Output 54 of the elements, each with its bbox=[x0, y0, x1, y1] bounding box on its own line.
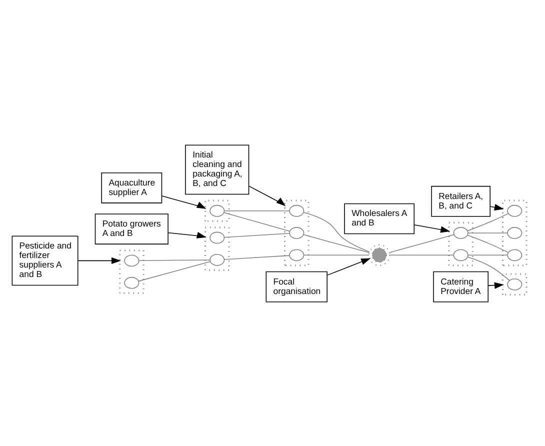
node-box: Aquaculture supplier A bbox=[101, 172, 162, 203]
node-circle bbox=[507, 226, 522, 238]
connector bbox=[303, 211, 370, 252]
arrow bbox=[488, 282, 504, 288]
node-circle bbox=[289, 226, 304, 238]
arrow bbox=[248, 185, 286, 206]
cluster bbox=[284, 199, 310, 266]
connector bbox=[468, 254, 508, 256]
node-circle bbox=[368, 244, 390, 266]
node-box: Pesticide and fertilizer suppliers A and B bbox=[12, 235, 78, 286]
node-circle bbox=[124, 276, 140, 288]
node-box: Retailers A, B, and C bbox=[431, 185, 490, 216]
connector bbox=[467, 212, 508, 231]
cluster bbox=[204, 199, 230, 222]
node-box: Catering Provider A bbox=[433, 270, 489, 302]
connector bbox=[224, 232, 290, 238]
node-circle bbox=[453, 226, 468, 238]
node-box: Potato growers A and B bbox=[94, 213, 168, 244]
node-circle bbox=[289, 248, 304, 261]
connector bbox=[467, 234, 508, 252]
connector bbox=[467, 256, 510, 280]
connector bbox=[138, 260, 211, 282]
node-circle bbox=[507, 204, 522, 216]
connector bbox=[390, 254, 454, 256]
cluster bbox=[119, 249, 144, 294]
cluster bbox=[204, 226, 230, 270]
arrow bbox=[168, 231, 206, 238]
node-circle bbox=[507, 248, 522, 261]
connector bbox=[468, 232, 508, 233]
connector bbox=[224, 210, 290, 211]
arrow bbox=[414, 224, 450, 232]
cluster bbox=[502, 199, 528, 266]
arrow bbox=[326, 258, 371, 276]
node-circle bbox=[210, 253, 225, 266]
arrow bbox=[490, 204, 504, 210]
node-circle bbox=[289, 204, 304, 216]
cluster bbox=[448, 221, 474, 266]
cluster bbox=[502, 272, 528, 295]
node-circle bbox=[124, 254, 140, 266]
arrow bbox=[161, 195, 206, 208]
connector bbox=[138, 259, 210, 261]
node-box: Wholesalers A and B bbox=[344, 202, 415, 234]
node-circle bbox=[210, 204, 225, 216]
node-circle bbox=[210, 231, 225, 244]
arrow bbox=[78, 256, 121, 264]
connector bbox=[303, 234, 370, 252]
node-circle bbox=[453, 248, 468, 261]
connector bbox=[224, 254, 290, 260]
connector bbox=[303, 254, 370, 256]
connector bbox=[224, 212, 290, 232]
node-box: Initial cleaning and packaging A, B, and C bbox=[185, 144, 250, 194]
connector bbox=[389, 234, 454, 252]
node-circle bbox=[507, 278, 522, 290]
node-box: Focal organisation bbox=[266, 270, 328, 302]
